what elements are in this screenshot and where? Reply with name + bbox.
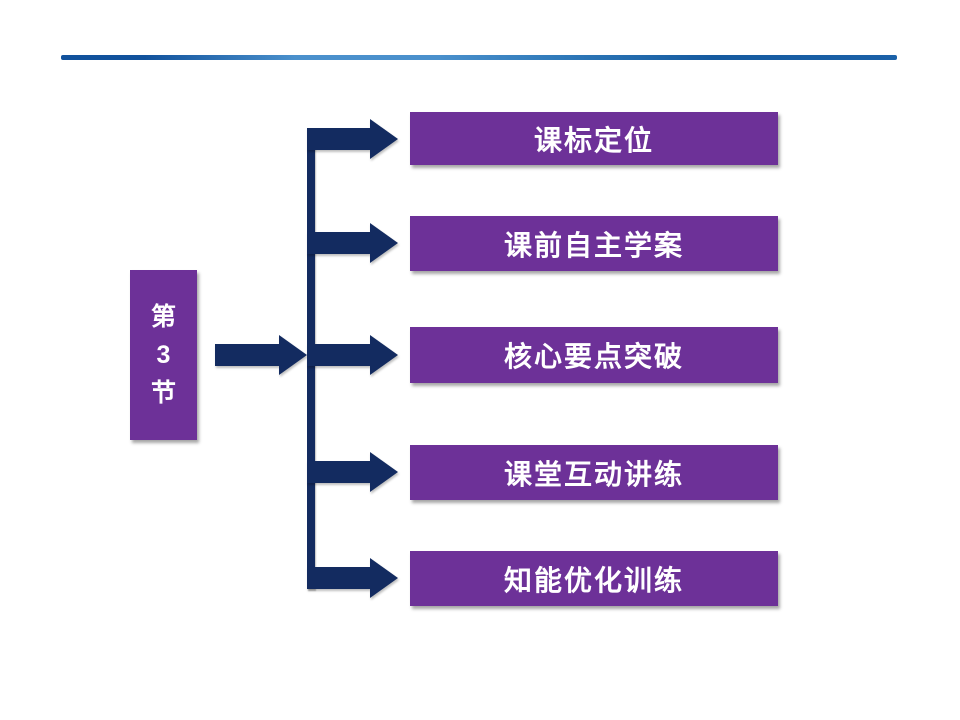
arrow-head-icon (370, 119, 398, 159)
top-divider-line (61, 55, 897, 60)
root-label-line: 第 (150, 303, 176, 331)
branch-arrow-1 (307, 119, 398, 159)
arrow-head-icon (370, 558, 398, 598)
branch-arrow-5 (307, 558, 398, 598)
arrow-head-icon (370, 452, 398, 492)
root-node-section: 第 3 节 (130, 270, 197, 440)
arrow-shaft (307, 232, 370, 254)
arrow-shaft (307, 567, 370, 589)
branch-node-label: 知能优化训练 (503, 564, 684, 596)
branch-node-core-points[interactable]: 核心要点突破 (410, 327, 778, 383)
branch-node-label: 课堂互动讲练 (503, 458, 684, 490)
branch-node-course-standard[interactable]: 课标定位 (410, 112, 778, 165)
arrow-shaft (307, 128, 370, 150)
branch-node-class-interaction[interactable]: 课堂互动讲练 (410, 445, 778, 500)
root-to-trunk-arrow (215, 335, 307, 375)
arrow-head-icon (279, 335, 307, 375)
root-label-line: 3 (156, 341, 171, 369)
branch-node-label: 核心要点突破 (503, 341, 684, 372)
branch-arrow-4 (307, 452, 398, 492)
branch-node-label: 课前自主学案 (503, 229, 684, 261)
arrow-shaft (307, 461, 370, 483)
arrow-head-icon (370, 335, 398, 375)
branch-arrow-3 (307, 335, 398, 375)
branch-node-optimize-training[interactable]: 知能优化训练 (410, 551, 778, 606)
branch-node-preclass-study[interactable]: 课前自主学案 (410, 216, 778, 271)
root-label-line: 节 (150, 379, 176, 407)
arrow-shaft (307, 344, 370, 366)
arrow-head-icon (370, 223, 398, 263)
branch-arrow-2 (307, 223, 398, 263)
arrow-shaft (215, 344, 279, 366)
branch-node-label: 课标定位 (533, 124, 654, 156)
